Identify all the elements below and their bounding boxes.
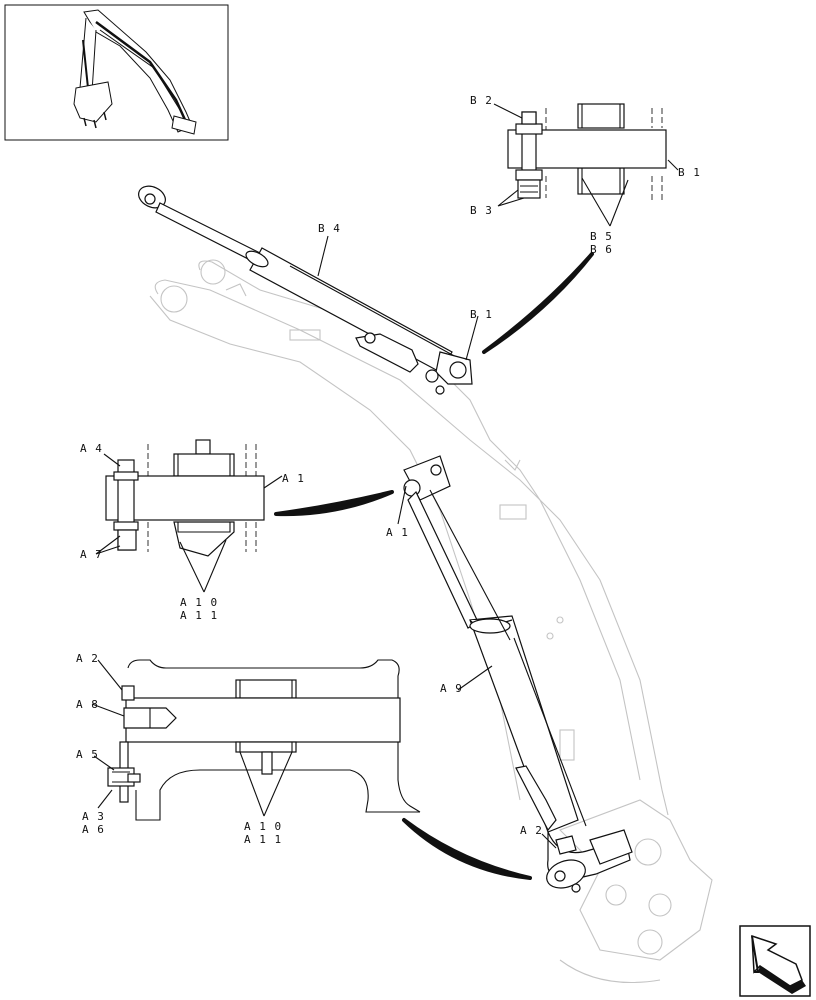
label-a1-main: A 1 bbox=[386, 526, 409, 539]
label-b3: B 3 bbox=[470, 204, 493, 217]
excavator-arm-thumbnail-icon[interactable] bbox=[4, 4, 229, 141]
label-b4: B 4 bbox=[318, 222, 341, 235]
label-b1-main: B 1 bbox=[470, 308, 493, 321]
label-a2-main: A 2 bbox=[520, 824, 543, 837]
upper-hydraulic-cylinder bbox=[138, 185, 473, 395]
label-a9: A 9 bbox=[440, 682, 463, 695]
label-a6: A 6 bbox=[82, 823, 105, 836]
label-a8: A 8 bbox=[76, 698, 99, 711]
detail-a2-pin-assembly bbox=[107, 659, 421, 821]
detail-a1-pin-assembly bbox=[105, 439, 265, 557]
callout-labels: B 2 B 1 B 3 B 4 B 5 B 6 B 1 A 4 A 1 A 7 … bbox=[76, 94, 701, 846]
label-a3: A 3 bbox=[82, 810, 105, 823]
label-a5: A 5 bbox=[76, 748, 99, 761]
label-b2: B 2 bbox=[470, 94, 493, 107]
label-a10-top: A 1 0 bbox=[180, 596, 218, 609]
label-a7: A 7 bbox=[80, 548, 103, 561]
label-b5: B 5 bbox=[590, 230, 613, 243]
return-arrow-icon[interactable] bbox=[739, 925, 811, 997]
label-a2-detail: A 2 bbox=[76, 652, 99, 665]
callout-leaders bbox=[91, 103, 679, 849]
detail-b-pin-assembly bbox=[507, 103, 667, 200]
label-a4: A 4 bbox=[80, 442, 103, 455]
label-b6: B 6 bbox=[590, 243, 613, 256]
label-a10-bottom: A 1 0 bbox=[244, 820, 282, 833]
label-a1-detail: A 1 bbox=[282, 472, 305, 485]
lower-hydraulic-cylinder bbox=[403, 455, 633, 893]
label-b1-detail: B 1 bbox=[678, 166, 701, 179]
label-a11-top: A 1 1 bbox=[180, 609, 218, 622]
detail-pointer-arrows bbox=[274, 252, 594, 880]
boom-outline bbox=[149, 259, 713, 984]
label-a11-bottom: A 1 1 bbox=[244, 833, 282, 846]
